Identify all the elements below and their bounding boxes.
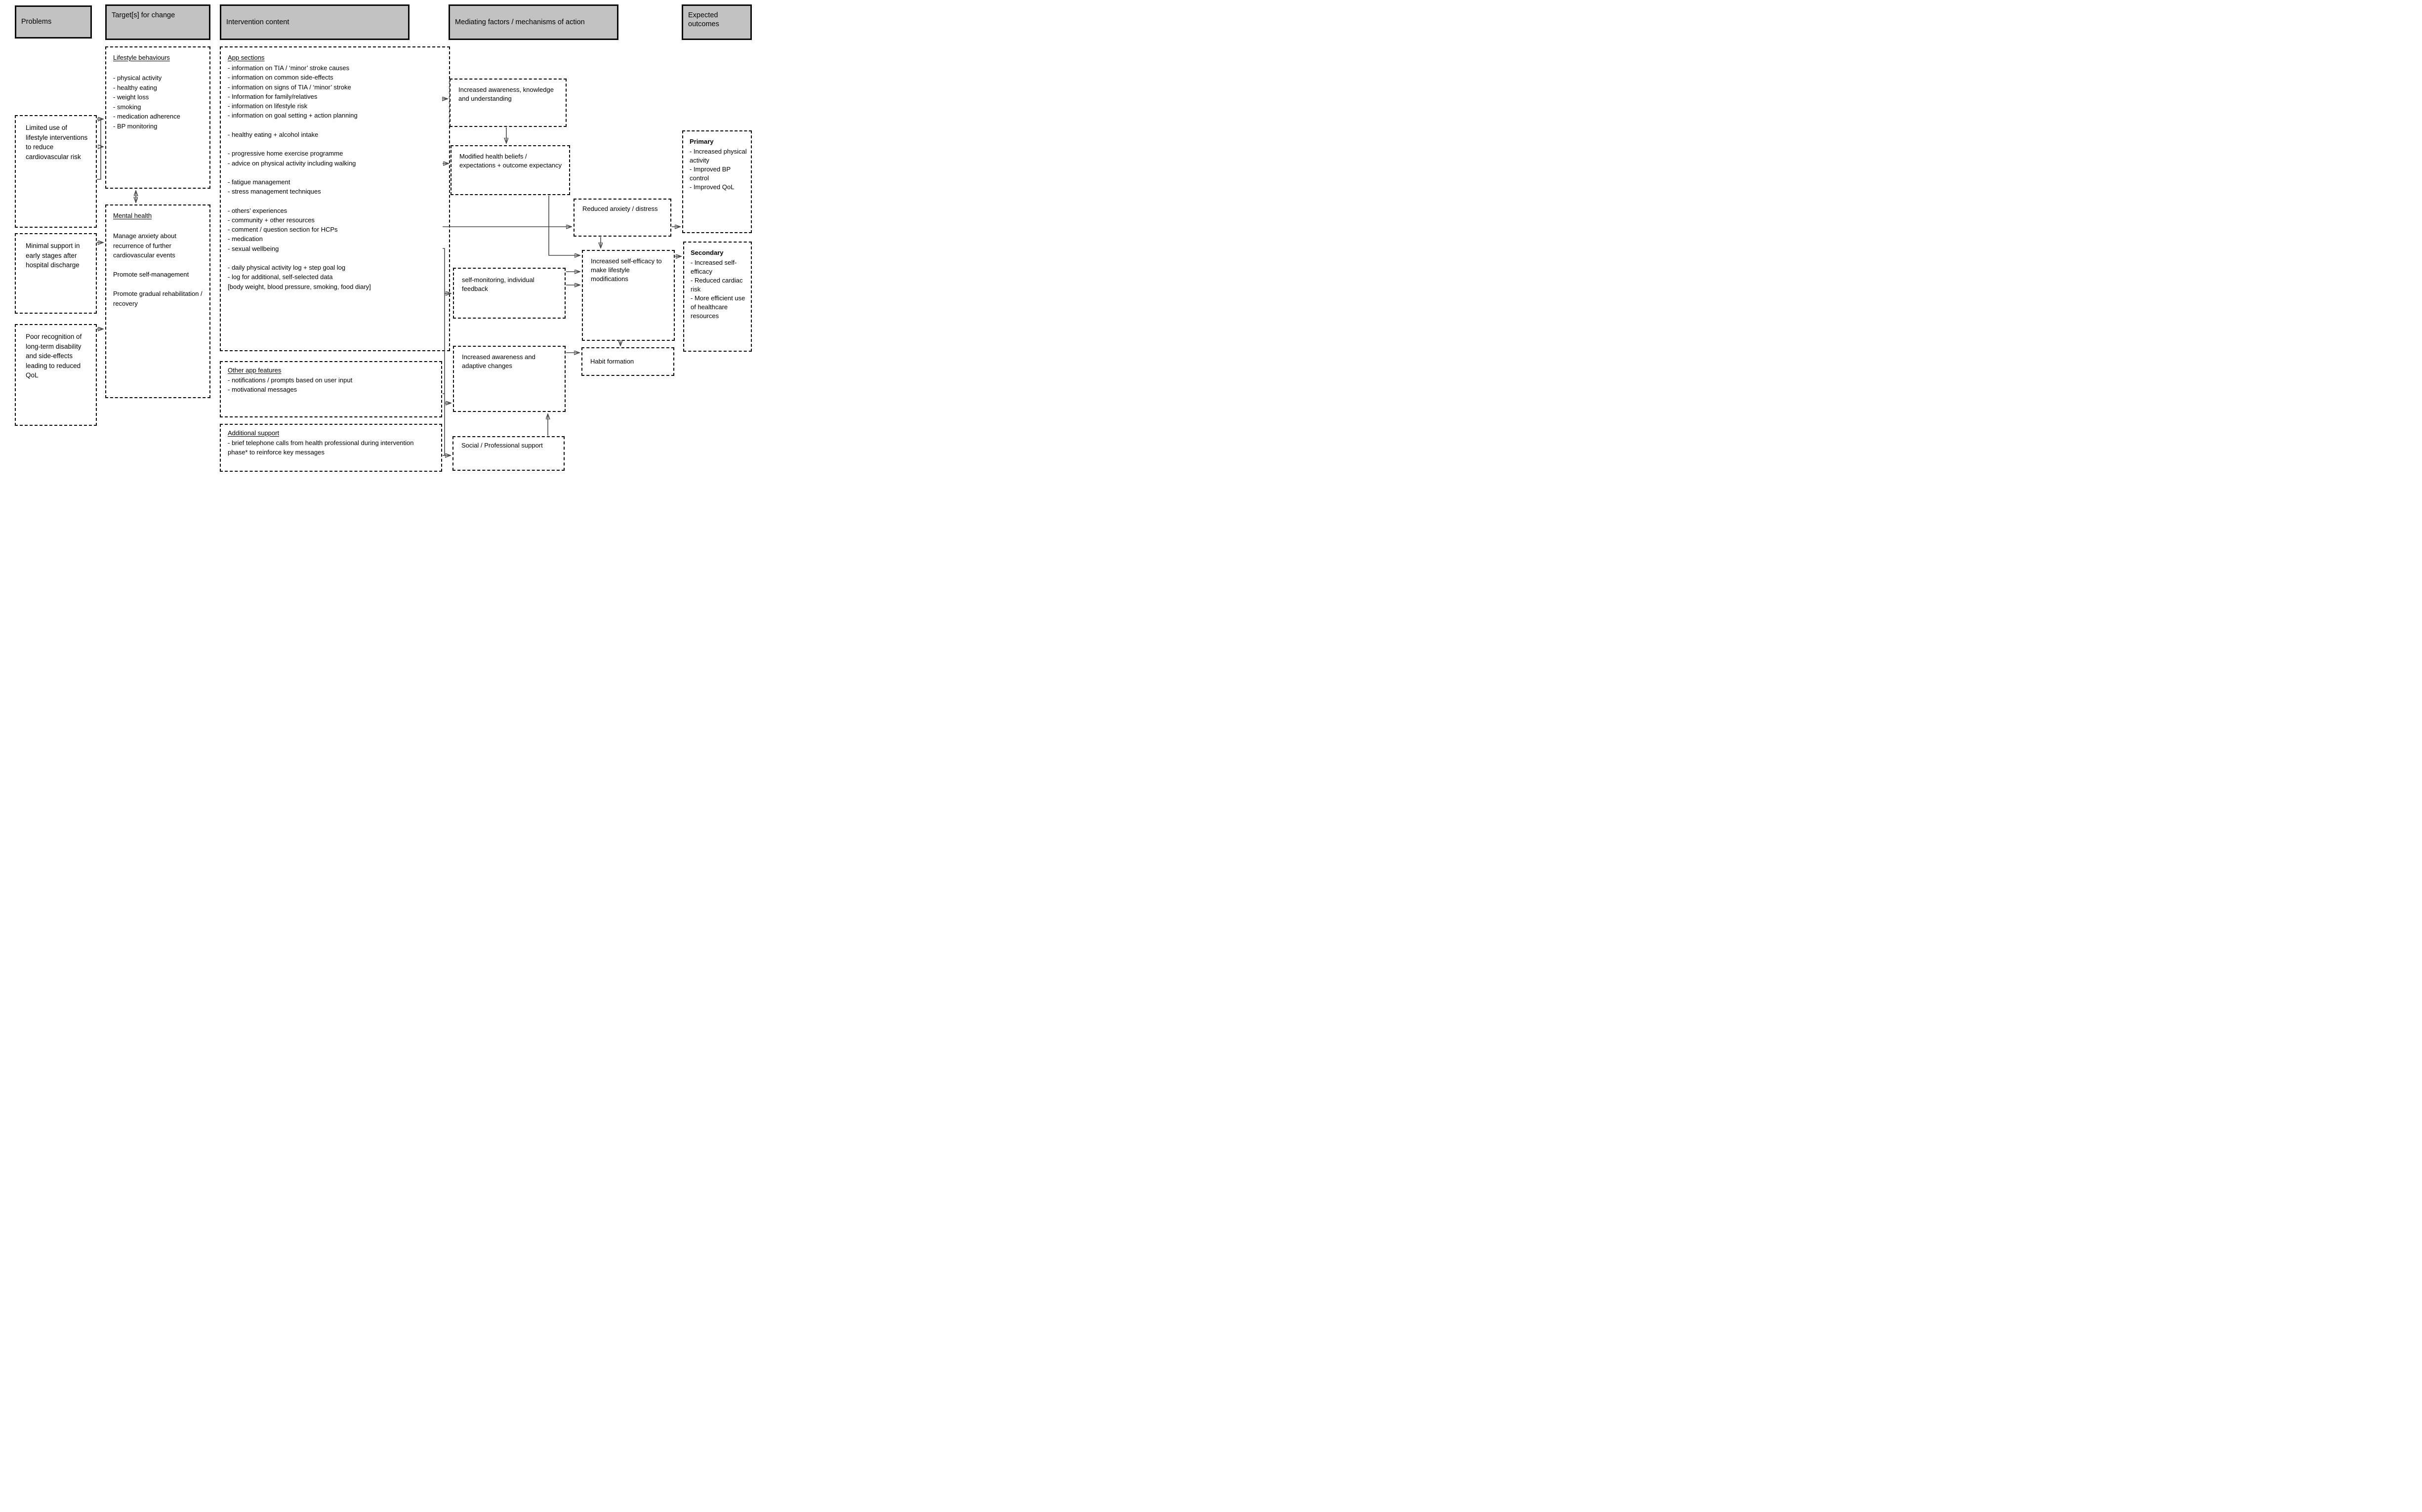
- mediator-modified-beliefs-box: Modified health beliefs / expectations +…: [451, 145, 570, 195]
- outcome-secondary-title: Secondary: [691, 249, 724, 256]
- mediator-self-monitoring-text: self-monitoring, individual feedback: [462, 276, 534, 293]
- problem-poor-recognition-text: Poor recognition of long-term disability…: [26, 333, 82, 379]
- mediator-self-efficacy-box: Increased self-efficacy to make lifestyl…: [582, 250, 675, 341]
- problem-limited-use-box: Limited use of lifestyle interventions t…: [15, 115, 97, 228]
- problem-minimal-support-text: Minimal support in early stages after ho…: [26, 242, 80, 269]
- problem-poor-recognition-box: Poor recognition of long-term disability…: [15, 324, 97, 426]
- mediator-awareness-knowledge-text: Increased awareness, knowledge and under…: [458, 86, 554, 103]
- outcome-secondary-box: Secondary - Increased self-efficacy - Re…: [683, 242, 752, 352]
- header-expected-outcomes: Expected outcomes: [682, 4, 752, 40]
- mediator-self-monitoring-box: self-monitoring, individual feedback: [453, 268, 566, 319]
- header-intervention-content: Intervention content: [220, 4, 410, 40]
- outcome-primary-box: Primary - Increased physical activity - …: [682, 130, 752, 233]
- other-app-features-items: - notifications / prompts based on user …: [228, 376, 353, 393]
- target-lifestyle-behaviours-box: Lifestyle behaviours - physical activity…: [105, 46, 210, 189]
- header-mediating-factors: Mediating factors / mechanisms of action: [449, 4, 618, 40]
- header-targets-for-change: Target[s] for change: [105, 4, 210, 40]
- mediator-social-support-text: Social / Professional support: [461, 442, 543, 449]
- mediator-awareness-knowledge-box: Increased awareness, knowledge and under…: [450, 79, 567, 127]
- additional-support-items: - brief telephone calls from health prof…: [228, 439, 414, 456]
- header-targets-label: Target[s] for change: [112, 11, 175, 19]
- mediator-reduced-anxiety-box: Reduced anxiety / distress: [574, 199, 671, 237]
- target-mental-health-items: Manage anxiety about recurrence of furth…: [113, 232, 203, 307]
- other-app-features-title: Other app features: [228, 367, 282, 374]
- header-problems-label: Problems: [21, 18, 52, 26]
- header-problems: Problems: [15, 5, 92, 39]
- mediator-modified-beliefs-text: Modified health beliefs / expectations +…: [459, 153, 562, 169]
- intervention-app-sections-box: App sections - information on TIA / ‘min…: [220, 46, 450, 351]
- logic-model-diagram: Problems Target[s] for change Interventi…: [0, 0, 757, 473]
- app-sections-title: App sections: [228, 54, 265, 61]
- intervention-other-app-features-box: Other app features - notifications / pro…: [220, 361, 442, 417]
- rail-problems-merge: [97, 119, 101, 180]
- mediator-reduced-anxiety-text: Reduced anxiety / distress: [582, 205, 658, 212]
- header-mediating-label: Mediating factors / mechanisms of action: [455, 18, 585, 26]
- header-intervention-label: Intervention content: [226, 18, 289, 26]
- mediator-self-efficacy-text: Increased self-efficacy to make lifestyl…: [591, 257, 662, 283]
- mediator-habit-formation-text: Habit formation: [590, 357, 634, 365]
- app-sections-items: - information on TIA / ‘minor’ stroke ca…: [228, 64, 371, 290]
- outcome-primary-title: Primary: [690, 138, 714, 145]
- problem-minimal-support-box: Minimal support in early stages after ho…: [15, 233, 97, 314]
- target-lifestyle-title: Lifestyle behaviours: [113, 54, 170, 61]
- target-lifestyle-items: - physical activity - healthy eating - w…: [113, 74, 180, 130]
- additional-support-title: Additional support: [228, 429, 280, 437]
- mediator-habit-formation-box: Habit formation: [581, 347, 674, 376]
- outcome-primary-items: - Increased physical activity - Improved…: [690, 147, 747, 191]
- target-mental-health-box: Mental health Manage anxiety about recur…: [105, 204, 210, 398]
- header-outcomes-label: Expected outcomes: [688, 11, 719, 29]
- intervention-additional-support-box: Additional support - brief telephone cal…: [220, 424, 442, 472]
- mediator-adaptive-changes-text: Increased awareness and adaptive changes: [462, 353, 535, 370]
- problem-limited-use-text: Limited use of lifestyle interventions t…: [26, 124, 88, 161]
- mediator-adaptive-changes-box: Increased awareness and adaptive changes: [453, 346, 566, 412]
- target-mental-health-title: Mental health: [113, 212, 152, 219]
- outcome-secondary-items: - Increased self-efficacy - Reduced card…: [691, 258, 745, 320]
- mediator-social-support-box: Social / Professional support: [452, 436, 565, 471]
